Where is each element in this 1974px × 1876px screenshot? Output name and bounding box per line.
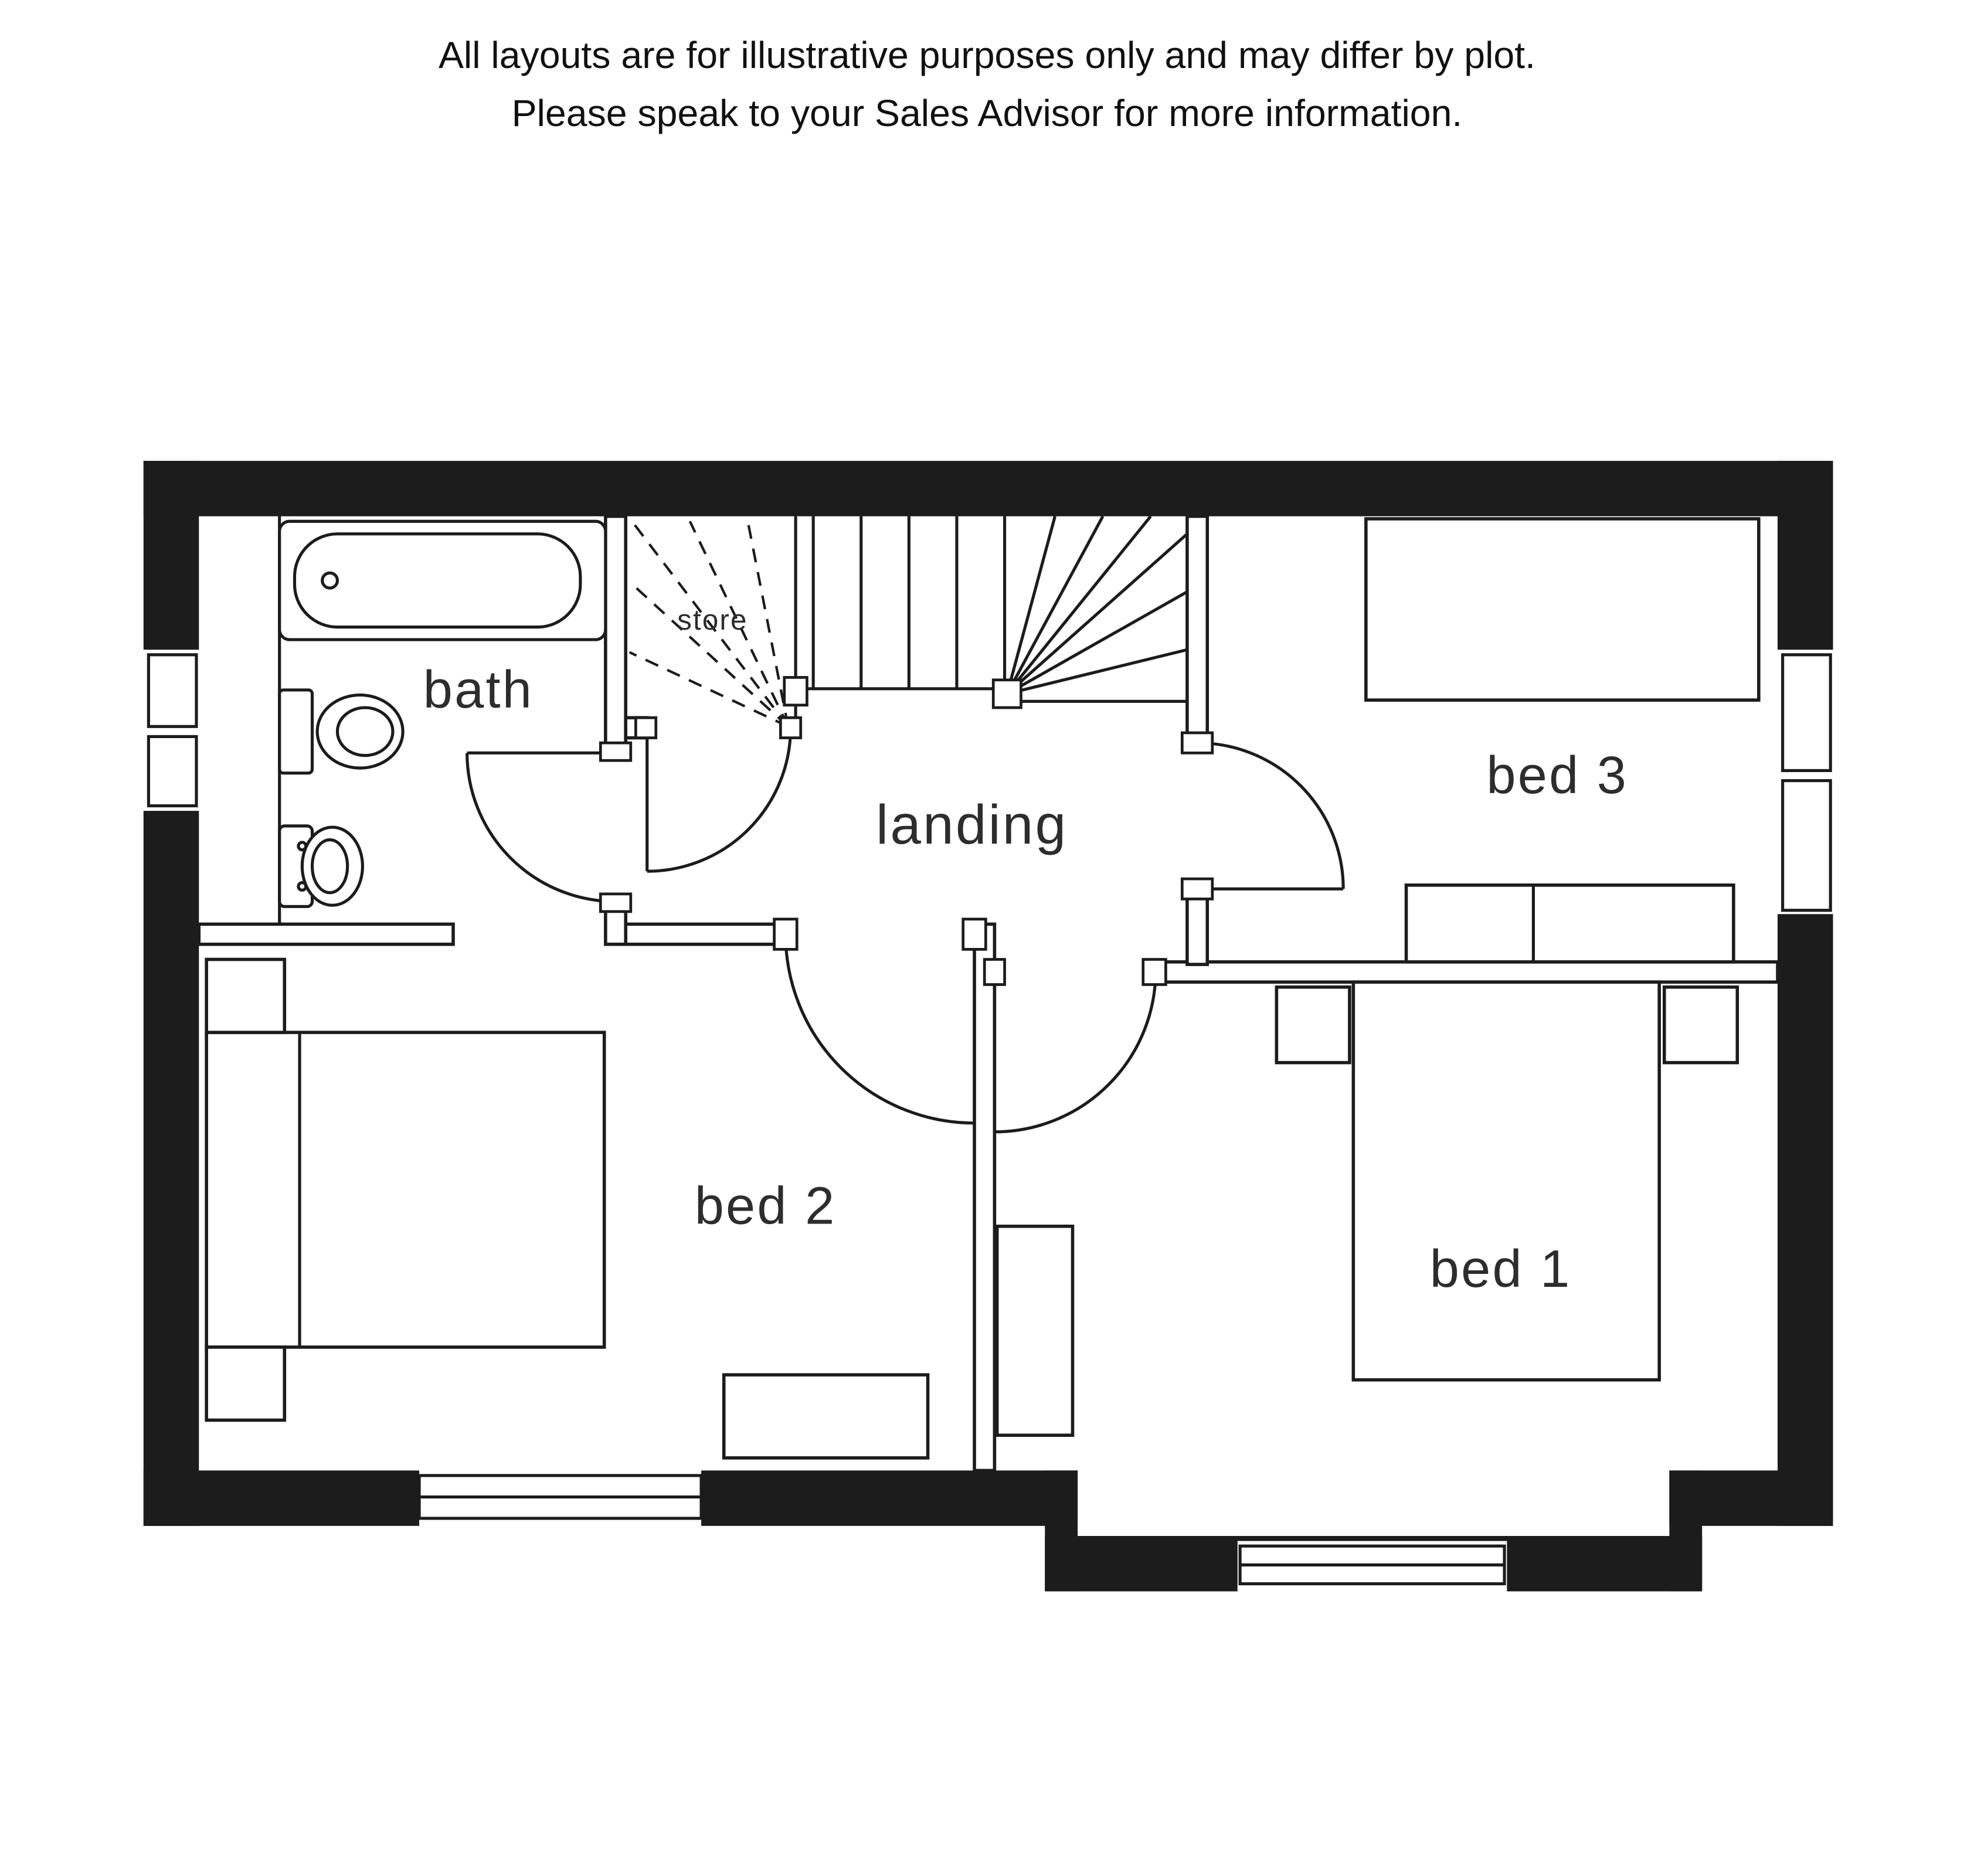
sink — [278, 824, 365, 908]
bed3-wardrobe — [1364, 517, 1761, 702]
bath-door — [466, 751, 616, 903]
bathtub — [278, 519, 607, 641]
wall-left — [143, 461, 199, 1526]
door-jamb — [599, 741, 633, 762]
wall-right — [1778, 461, 1833, 1526]
window-right — [1772, 650, 1839, 915]
door-jamb — [634, 716, 658, 739]
door-jamb — [1141, 958, 1167, 986]
room-label-landing: landing — [876, 794, 1068, 856]
stair-winders — [1005, 515, 1188, 703]
stair-treads — [796, 516, 1007, 691]
door-jambs — [599, 716, 1214, 986]
stairs — [783, 515, 1188, 709]
disclaimer: All layouts are for illustrative purpose… — [439, 34, 1535, 134]
bed2-bed — [205, 1031, 606, 1349]
door-jamb — [779, 716, 803, 739]
bed2-door — [784, 934, 976, 1125]
wall-top — [143, 461, 1833, 516]
bed2-nightstand — [205, 1345, 287, 1422]
stair-newel-post — [783, 676, 808, 707]
bed1-door — [993, 970, 1157, 1134]
room-label-bed3: bed 3 — [1486, 746, 1628, 805]
windows — [138, 650, 1839, 1597]
furniture — [205, 517, 1761, 1460]
store-door — [645, 728, 793, 873]
door-jamb — [961, 917, 987, 951]
wall-bed3-lower — [1185, 895, 1209, 966]
wall-bed3-upper — [1185, 514, 1209, 745]
room-label-bath: bath — [423, 660, 534, 719]
bed1-bed — [1351, 980, 1661, 1382]
bed1-nightstand — [1662, 985, 1739, 1065]
bed1-nightstand — [1275, 985, 1351, 1065]
bed2-nightstand — [205, 957, 287, 1034]
door-jamb — [983, 958, 1006, 986]
bed3-dresser — [1404, 883, 1735, 964]
stair-newel-post — [991, 678, 1022, 709]
store-dashed-lines — [628, 520, 790, 728]
wall-bed3-bed1 — [1151, 960, 1779, 984]
disclaimer-line-1: All layouts are for illustrative purpose… — [439, 34, 1535, 76]
window-left — [138, 650, 204, 811]
door-jamb — [599, 892, 633, 913]
door-jamb — [1180, 731, 1214, 755]
toilet — [278, 688, 405, 775]
room-label-store: store — [677, 604, 748, 636]
wall-bed2-bed1 — [973, 922, 997, 1473]
wall-bottom-right — [1669, 1470, 1833, 1526]
window-bottom-right — [1237, 1541, 1507, 1597]
wall-bath-bottom — [197, 922, 455, 946]
bed2-dresser — [722, 1373, 930, 1460]
window-bottom-left — [417, 1465, 703, 1531]
room-label-bed1: bed 1 — [1430, 1239, 1572, 1299]
door-jamb — [773, 917, 799, 951]
wall-bath-store-upper — [604, 514, 628, 755]
room-labels: bath store landing bed 3 bed 2 bed 1 — [423, 604, 1628, 1299]
disclaimer-line-2: Please speak to your Sales Advisor for m… — [512, 92, 1463, 134]
room-label-bed2: bed 2 — [695, 1176, 837, 1235]
wall-landing-bed2 — [614, 922, 787, 946]
bed1-cupboard — [995, 1224, 1075, 1437]
door-jamb — [1180, 877, 1214, 900]
doors — [466, 728, 1345, 1134]
bath-fixtures — [278, 519, 607, 908]
bed3-door — [1197, 741, 1345, 891]
